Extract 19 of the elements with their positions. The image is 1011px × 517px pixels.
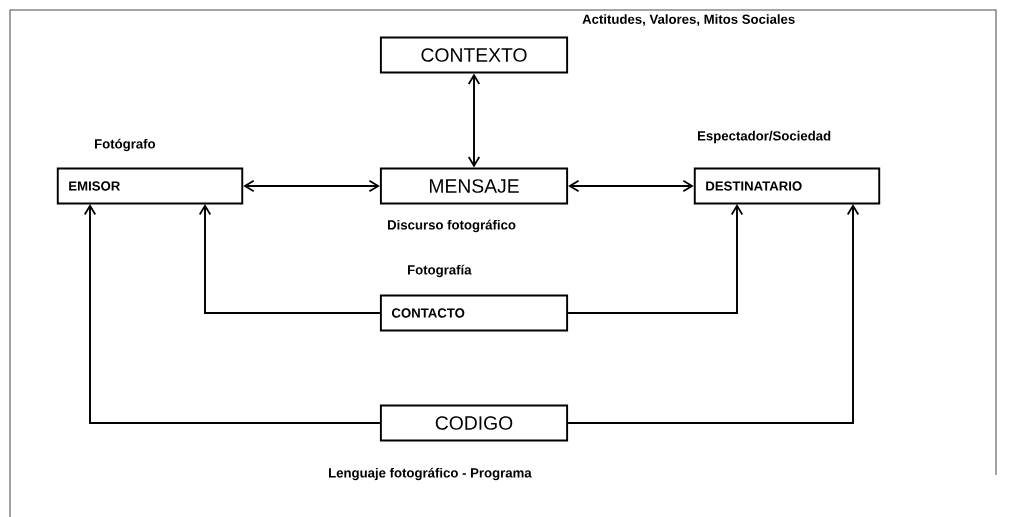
arrow: [243, 179, 380, 193]
arrow: [568, 179, 694, 193]
arrow: [83, 204, 381, 424]
arrow: [567, 204, 744, 314]
box-caption: Discurso fotográfico: [388, 219, 516, 233]
arrow: [467, 73, 481, 168]
box-caption: Fotografía: [408, 264, 472, 278]
box-caption: Lenguaje fotográfico - Programa: [329, 467, 532, 481]
box-caption: Espectador/Sociedad: [698, 130, 831, 144]
process-box: CONTACTO: [379, 294, 569, 332]
process-box: DESTINATARIO: [693, 167, 881, 205]
process-box: EMISOR: [56, 167, 244, 205]
box-caption: Actitudes, Valores, Mitos Sociales: [582, 14, 795, 26]
process-box: CONTEXTO: [379, 36, 569, 74]
arrow: [198, 204, 381, 314]
process-box: MENSAJE: [379, 167, 569, 205]
process-box: CODIGO: [379, 404, 569, 442]
box-caption: Fotógrafo: [95, 138, 156, 152]
arrow: [567, 204, 860, 424]
